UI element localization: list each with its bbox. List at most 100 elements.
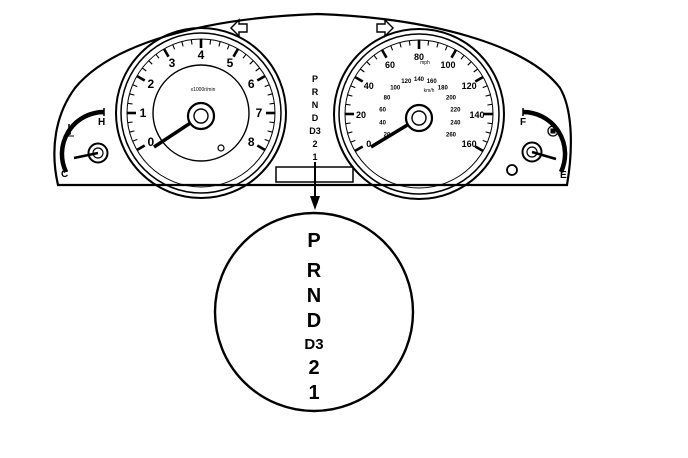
speedometer-mph-label-60: 60: [385, 60, 395, 70]
gear-indicator-d3: D3: [309, 126, 321, 136]
magnified-gear-r: R: [307, 260, 322, 282]
gear-indicator-1: 1: [312, 152, 317, 162]
speedometer-major-tick: [450, 49, 458, 59]
speedometer-mph-label-100: 100: [440, 60, 455, 70]
speedometer-minor-tick: [487, 103, 493, 106]
speedometer-kmh-label-160: 160: [427, 79, 438, 85]
fuel-empty-label: E: [560, 170, 567, 181]
speedometer-major-tick: [380, 49, 388, 59]
speedometer-minor-tick: [350, 85, 356, 89]
speedometer-minor-tick: [359, 68, 365, 73]
tachometer-label-5: 5: [227, 56, 234, 70]
speedometer-kmh-label-200: 200: [446, 96, 457, 102]
speedometer-kmh-label-140: 140: [414, 77, 425, 83]
temperature-needle: [73, 151, 99, 160]
tachometer-minor-tick: [132, 84, 138, 88]
tachometer-minor-tick: [148, 60, 153, 65]
tachometer-minor-tick: [132, 138, 138, 142]
tachometer-label-0: 0: [147, 135, 154, 149]
gear-indicator-p: P: [312, 74, 318, 84]
fuel-full-label: F: [520, 117, 526, 128]
speedometer-minor-tick: [345, 103, 351, 106]
speedometer-major-tick: [474, 145, 484, 153]
speedometer-minor-tick: [473, 68, 479, 73]
temperature-gauge: H C: [59, 108, 109, 180]
speedometer-minor-tick: [345, 122, 351, 125]
speedometer-mph-label-140: 140: [469, 110, 484, 120]
speedometer-hub-inner: [411, 110, 427, 126]
tachometer-minor-tick: [209, 39, 212, 45]
speedometer-kmh-label-120: 120: [401, 79, 412, 85]
speedometer-major-tick: [354, 75, 364, 83]
speedometer-minor-tick: [436, 42, 439, 48]
magnified-gear-indicator: P R N D D3 2 1: [213, 211, 415, 413]
tachometer-minor-tick: [267, 130, 273, 133]
tachometer-major-tick: [256, 144, 266, 152]
tachometer-minor-tick: [269, 102, 275, 105]
speedometer-minor-tick: [482, 139, 488, 143]
speedometer-minor-tick: [366, 61, 371, 66]
tachometer-major-tick: [232, 48, 240, 58]
tachometer-major-tick: [162, 48, 170, 58]
tachometer-major-tick: [136, 74, 146, 82]
speedometer-minor-tick: [444, 45, 448, 51]
cluster-housing: [53, 12, 572, 187]
tachometer-bezel-outer: [115, 27, 287, 199]
gear-indicator-r: R: [312, 87, 319, 97]
left-arrow-icon: [230, 18, 248, 38]
tachometer-label-1: 1: [140, 106, 147, 120]
speedometer-minor-tick: [347, 94, 353, 97]
speedometer-mph-label-80: 80: [414, 52, 424, 62]
tachometer-minor-tick: [242, 53, 247, 59]
speedometer-minor-tick: [373, 54, 378, 60]
speedometer-kmh-label-220: 220: [450, 108, 461, 114]
gear-indicator: P R N D D3 2 1: [309, 74, 321, 162]
coolant-temp-icon: [64, 124, 74, 137]
speedometer-minor-tick: [408, 40, 411, 46]
speedometer-minor-tick: [347, 131, 353, 134]
magnified-gear-d3: D3: [304, 336, 323, 353]
speedometer-mph-label-0: 0: [366, 139, 371, 149]
tachometer-label-7: 7: [256, 106, 263, 120]
tachometer-minor-tick: [181, 41, 184, 47]
speedometer-minor-tick: [390, 45, 394, 51]
speedometer-mph-label-40: 40: [364, 81, 374, 91]
speedometer-kmh-label-240: 240: [450, 120, 461, 126]
pointer-arrow-head: [310, 196, 320, 210]
temperature-cold-label: C: [61, 169, 68, 180]
speedometer-hub: [404, 103, 434, 133]
tachometer-minor-tick: [264, 84, 270, 88]
magnified-gear-d: D: [307, 310, 321, 332]
tachometer-label-2: 2: [147, 77, 154, 91]
fuel-needle: [531, 150, 557, 161]
magnified-gear-2: 2: [308, 357, 319, 379]
speedometer-minor-tick: [399, 42, 402, 48]
speedometer-minor-tick: [427, 40, 430, 46]
tachometer-minor-tick: [141, 67, 147, 72]
tachometer-major-tick: [256, 74, 266, 82]
tachometer-minor-tick: [264, 138, 270, 142]
tachometer-minor-tick: [127, 102, 133, 105]
speedometer-kmh-label-260: 260: [446, 133, 457, 139]
speedometer-minor-tick: [485, 94, 491, 97]
tachometer-bezel-inner: [120, 32, 282, 194]
indicator-lamp: [506, 164, 518, 176]
speedometer-mph-label-20: 20: [356, 110, 366, 120]
tachometer-label-6: 6: [248, 77, 255, 91]
speedometer-minor-tick: [487, 122, 493, 125]
temperature-hot-label: H: [98, 117, 105, 128]
tachometer-label-4: 4: [198, 48, 205, 62]
tachometer-minor-tick: [190, 39, 193, 45]
magnified-gear-n: N: [307, 285, 321, 307]
tachometer-major-tick: [136, 144, 146, 152]
fuel-gauge: F E: [520, 108, 568, 181]
speedometer-mph-label-120: 120: [462, 81, 477, 91]
tachometer-minor-tick: [249, 60, 254, 65]
magnified-gear-p: P: [307, 230, 320, 252]
gear-indicator-d: D: [312, 113, 319, 123]
tachometer-minor-tick: [127, 121, 133, 124]
speedometer-kmh-label-40: 40: [379, 120, 386, 126]
tachometer-minor-tick: [269, 121, 275, 124]
